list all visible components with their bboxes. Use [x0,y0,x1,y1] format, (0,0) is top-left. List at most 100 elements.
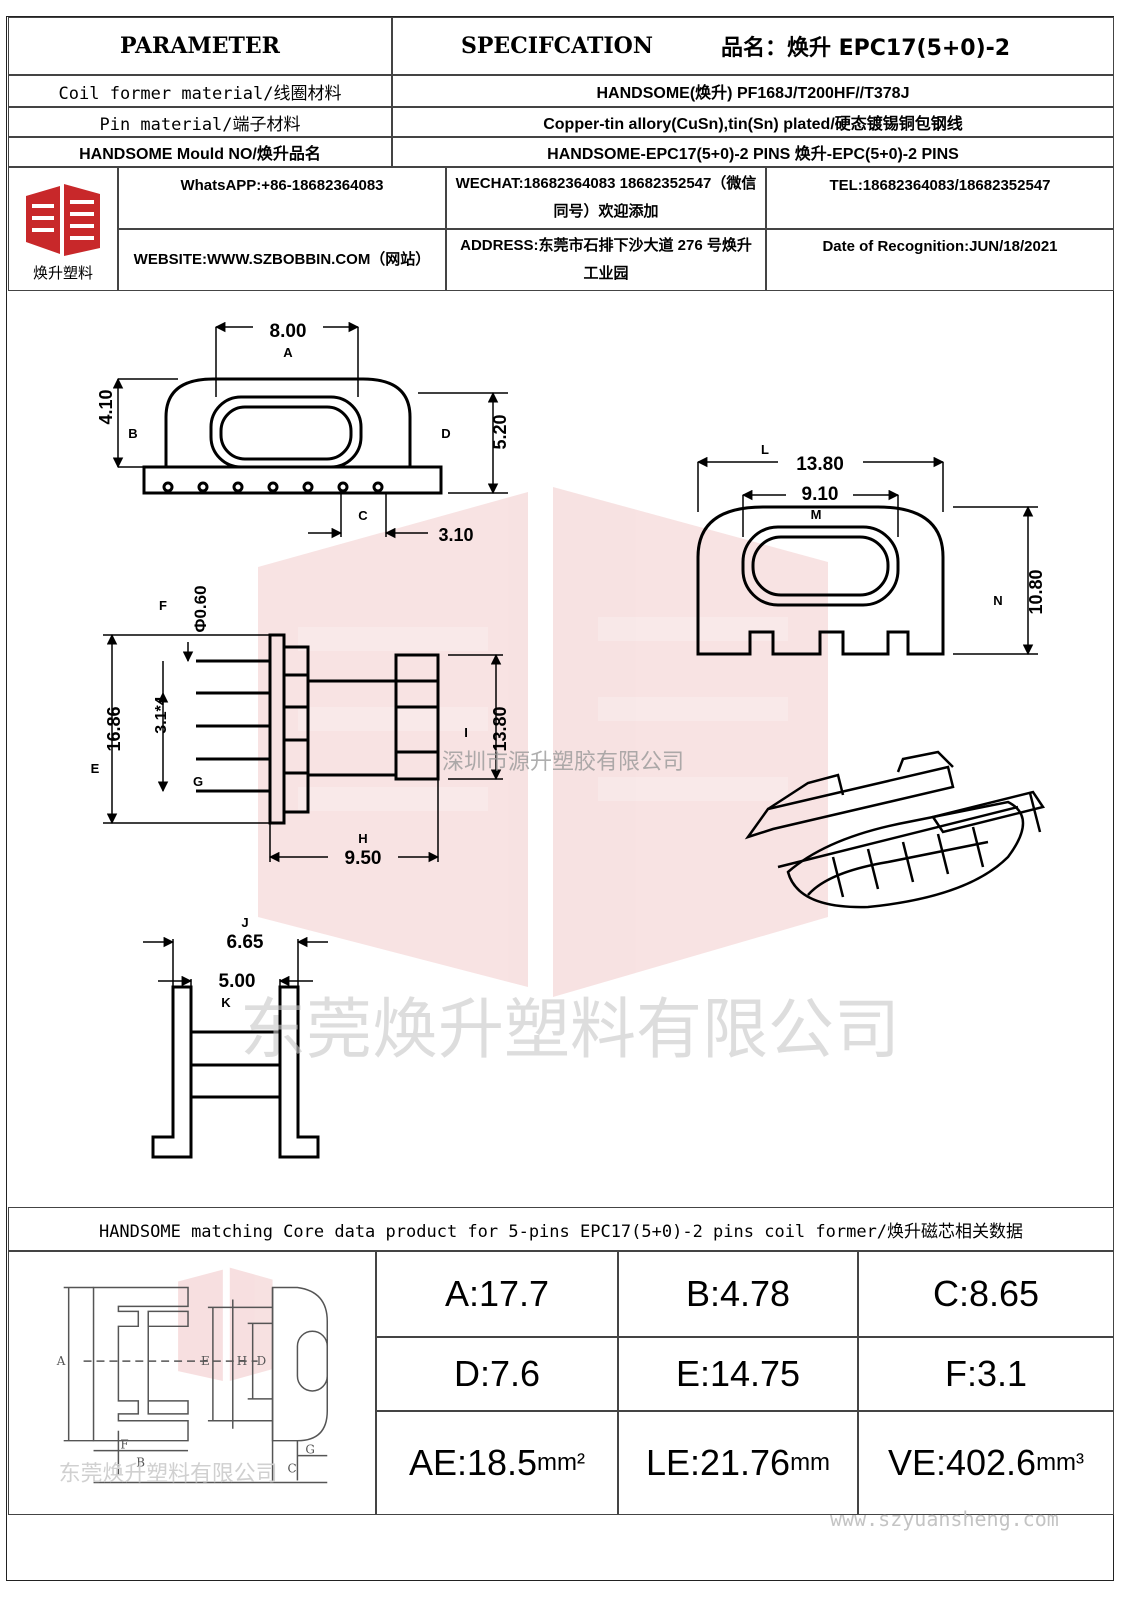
specification-text: SPECIFCATION [461,33,653,59]
dim-front-depth: 9.50 [345,848,382,869]
core-letter-c: C [287,1462,296,1476]
dim-letter-f: F [159,598,167,613]
core-unit-text: mm² [537,1449,586,1476]
row-label-mould-no: HANDSOME Mould NO/焕升品名 [8,137,392,167]
logo-caption: 焕升塑料 [32,263,93,282]
dim-letter-n: N [993,593,1002,608]
company-whatsapp: WhatsAPP:+86-18682364083 [118,167,446,229]
watermark-small: 深圳市源升塑胶有限公司 [442,750,684,775]
core-value-f: F:3.1 [858,1337,1114,1411]
core-value-text: LE:21.76 [645,1442,791,1483]
watermark-large: 东莞焕升塑料有限公司 [240,991,900,1068]
core-value-a: A:17.7 [376,1251,618,1337]
core-letter-g: G [305,1443,315,1457]
row-label-text: Pin material/端子材料 [99,114,301,135]
row-value-pin-material: Copper-tin allory(CuSn),tin(Sn) plated/硬… [392,107,1114,137]
address-text: ADDRESS:东莞市石排下沙大道 276 号焕升工业园 [460,237,752,282]
footer-url: www.szyuansheng.com [830,1507,1059,1531]
dim-letter-i: I [464,725,468,740]
core-diagram-cell: A B C D E F G H 东莞焕升塑料有限公司 [8,1251,376,1515]
dim-pin-spacing: 3.1*4 [153,696,170,733]
core-data-title-text: HANDSOME matching Core data product for … [98,1221,1024,1242]
row-label-pin-material: Pin material/端子材料 [8,107,392,137]
website-text: WEBSITE:WWW.SZBOBBIN.COM（网站） [133,251,431,268]
dim-letter-k: K [221,995,231,1010]
core-letter-f: F [120,1438,128,1452]
core-data-title: HANDSOME matching Core data product for … [8,1207,1114,1251]
core-letter-d: D [257,1354,267,1368]
dim-letter-m: M [811,507,822,522]
row-value-text: HANDSOME-EPC17(5+0)-2 PINS 焕升-EPC(5+0)-2… [547,146,959,163]
company-website: WEBSITE:WWW.SZBOBBIN.COM（网站） [118,229,446,291]
core-value-c: C:8.65 [858,1251,1114,1337]
core-value-text: AE:18.5 [408,1442,538,1483]
row-label-text: HANDSOME Mould NO/焕升品名 [79,146,321,163]
core-value-b: B:4.78 [618,1251,858,1337]
dim-letter-d: D [441,426,450,441]
row-value-text: Copper-tin allory(CuSn),tin(Sn) plated/硬… [543,116,963,133]
wechat-text: WECHAT:18682364083 18682352547（微信同号）欢迎添加 [455,175,757,220]
dim-letter-a: A [283,345,293,360]
dim-front-right-height: 13.80 [490,706,510,751]
parameter-header: PARAMETER [8,17,392,75]
core-letter-a: A [56,1354,66,1368]
company-wechat: WECHAT:18682364083 18682352547（微信同号）欢迎添加 [446,167,766,229]
front-view [196,633,440,825]
dim-top-height: 4.10 [96,389,116,424]
core-value-text: D:7.6 [453,1353,541,1394]
core-value-text: F:3.1 [944,1353,1028,1394]
company-logo: 焕升塑料 [8,167,118,291]
company-tel: TEL:18682364083/18682352547 [766,167,1114,229]
row-value-text: HANDSOME(焕升) PF168J/T200HF//T378J [596,85,910,102]
core-value-text: A:17.7 [444,1273,550,1314]
dim-side-height: 10.80 [1026,569,1046,614]
row-value-coil-material: HANDSOME(焕升) PF168J/T200HF//T378J [392,75,1114,107]
core-diagram: A B C D E F G H 东莞焕升塑料有限公司 [56,1267,329,1486]
dim-letter-h: H [358,831,367,846]
core-value-text: E:14.75 [675,1353,801,1394]
core-diagram-watermark: 东莞焕升塑料有限公司 [59,1461,278,1486]
row-value-mould-no: HANDSOME-EPC17(5+0)-2 PINS 焕升-EPC(5+0)-2… [392,137,1114,167]
core-unit-text: mm [790,1449,831,1476]
whatsapp-text: WhatsAPP:+86-18682364083 [180,177,384,194]
dim-letter-l: L [761,442,769,457]
spec-sheet-frame [6,16,1114,1581]
company-address: ADDRESS:东莞市石排下沙大道 276 号焕升工业园 [446,229,766,291]
company-date: Date of Recognition:JUN/18/2021 [766,229,1114,291]
dim-bottom-inner: 5.00 [219,971,256,992]
row-label-text: Coil former material/线圈材料 [58,83,342,104]
parameter-header-text: PARAMETER [120,33,280,59]
dim-letter-e: E [91,761,100,776]
dim-letter-g: G [193,774,203,789]
row-label-coil-material: Coil former material/线圈材料 [8,75,392,107]
dim-pin-pitch: 3.10 [438,525,473,545]
dim-side-width-outer: 13.80 [796,454,844,475]
product-name: 品名：焕升 EPC17(5+0)-2 [720,36,1011,61]
core-value-text: VE:402.6 [887,1442,1037,1483]
dim-bottom-outer: 6.65 [227,932,264,953]
dim-letter-j: J [241,915,248,930]
dim-right-height: 5.20 [490,414,510,449]
dim-letter-c: C [358,508,368,523]
tel-text: TEL:18682364083/18682352547 [829,177,1051,194]
date-text: Date of Recognition:JUN/18/2021 [822,238,1058,255]
core-value-text: C:8.65 [932,1273,1040,1314]
top-view [142,377,443,495]
core-letter-b: B [136,1456,145,1470]
core-letter-e: E [201,1354,210,1368]
watermark-logo-icon [258,487,828,997]
dim-side-width-inner: 9.10 [802,484,839,505]
dim-letter-b: B [128,426,137,441]
core-value-text: B:4.78 [685,1273,791,1314]
core-value-e: E:14.75 [618,1337,858,1411]
bobbin-logo-icon [26,183,100,256]
core-value-d: D:7.6 [376,1337,618,1411]
core-unit-text: mm³ [1036,1449,1085,1476]
core-letter-h: H [237,1354,247,1368]
technical-drawing: 8.00 A 4.10 B D 5.20 C 3.10 L 13.80 9.10… [91,321,1046,1159]
specification-header: SPECIFCATION 品名：焕升 EPC17(5+0)-2 [392,17,1114,75]
side-view [696,505,945,656]
